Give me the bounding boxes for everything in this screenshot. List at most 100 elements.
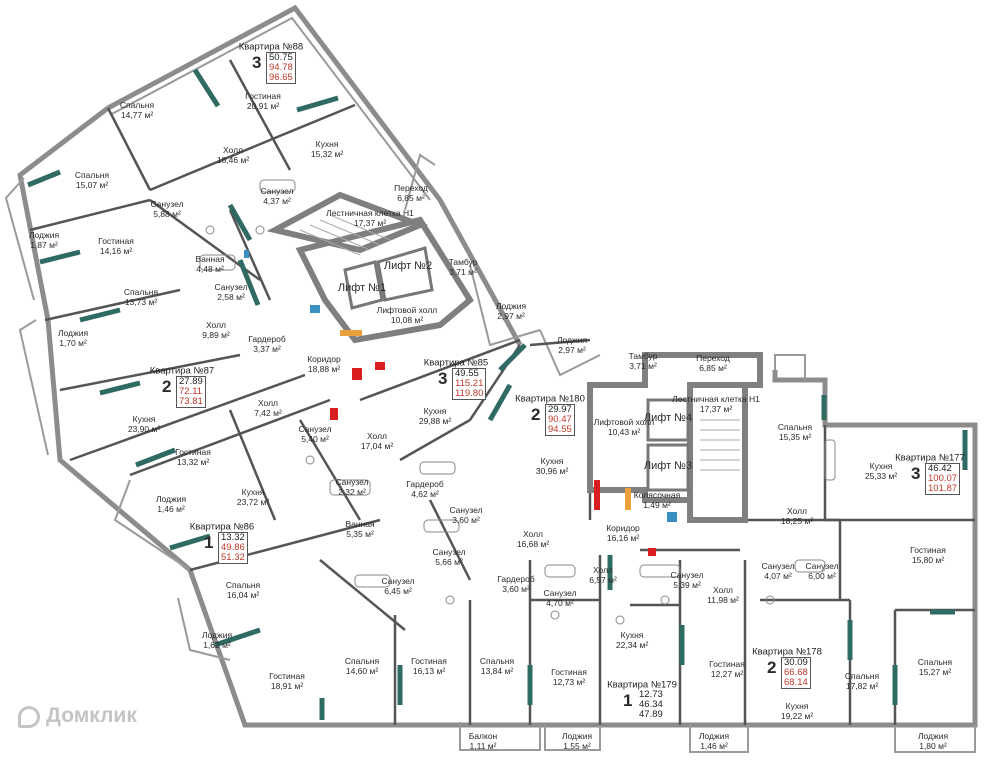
living-area: 49.55 [455,368,479,379]
window [99,380,141,396]
watermark-text: Домклик [46,704,137,727]
room-name: Гардероб [248,334,286,344]
room-name: Лестничная клетка Н1 [326,208,414,218]
room-area: 16,16 м² [606,533,640,543]
fire-equipment [330,408,338,420]
room-area: 10,08 м² [390,315,424,325]
room-area: 12,27 м² [710,669,744,679]
room-area: 1,62 м² [203,640,231,650]
total-area-with-balcony: 94.55 [548,424,572,435]
stair-tread [329,214,391,241]
living-area: 50.75 [269,52,293,63]
room-area: 30,96 м² [535,466,569,476]
area-box: 27.89 72.11 73.81 [176,376,206,408]
room-area: 17,37 м² [353,218,387,228]
room-name: Холл [592,565,614,575]
room-area: 5,66 м² [435,557,463,567]
room-area: 17,37 м² [699,404,733,414]
balcony-outline [18,319,49,456]
window [135,447,176,468]
total-area-with-balcony: 51.32 [221,552,245,563]
lift-shaft [646,443,690,492]
room-area: 16,04 м² [226,590,260,600]
room-area: 2,32 м² [338,487,366,497]
room-name: Санузел [214,282,248,292]
room-name: Спальня [844,671,880,681]
window [39,249,81,265]
utility-marker [667,512,677,522]
interior-wall [59,353,241,392]
room-area: 15,32 м² [310,149,344,159]
total-area: 115.21 [455,378,484,389]
room-count: 2 [531,405,541,424]
toilet [765,595,775,605]
room-name: Спальня [225,580,261,590]
room-name: Лоджия [155,494,187,504]
room-name: Кухня [315,139,339,149]
toilet [255,225,265,235]
bathtub [419,461,456,475]
toilet [205,225,215,235]
room-area: 15,27 м² [918,667,952,677]
balcony-outline [404,153,436,211]
room-area: 5,40 м² [301,434,329,444]
room-area: 18,25 м² [780,516,814,526]
room-name: Лоджия [28,230,60,240]
room-area: 12,73 м² [552,677,586,687]
room-area: 18,91 м² [270,681,304,691]
room-area: 7,42 м² [254,408,282,418]
room-area: 4,62 м² [411,489,439,499]
interior-wall [529,338,591,347]
window [227,203,253,242]
toilet [305,455,315,465]
room-area: 3,60 м² [452,515,480,525]
window [27,169,61,188]
interior-wall [319,559,406,631]
area-box: 30.09 66.68 68.14 [781,657,811,689]
room-area: 6,00 м² [808,571,836,581]
room-name: Гостиная [175,447,211,457]
room-name: Коридор [307,354,341,364]
room-name: Переход [696,353,730,363]
fire-equipment [648,548,656,556]
room-area: 16,68 м² [516,539,550,549]
lift-shaft [646,398,690,442]
fire-equipment [352,368,362,380]
room-name: Спальня [123,287,159,297]
outer-wall-inner [109,16,431,201]
room-area: 13,73 м² [124,297,158,307]
room-name: Лоджия [561,731,593,741]
room-name: Холл [222,145,244,155]
room-name: Лифтовой холл [376,305,438,315]
room-area: 1,11 м² [469,741,497,751]
toilet [660,595,670,605]
room-name: Гостиная [98,236,134,246]
room-count: 3 [438,369,448,388]
room-area: 3,60 м² [502,584,530,594]
room-name: Кухня [423,406,447,416]
room-count: 1 [204,533,214,552]
balcony-outline [544,725,601,751]
interior-wall [359,338,521,402]
apartment-title: Квартира №88 [238,41,304,53]
fire-equipment [594,480,600,510]
interior-wall [428,499,472,581]
room-area: 13,32 м² [176,457,210,467]
room-area: 1,46 м² [157,504,185,514]
interior-wall [129,398,331,477]
